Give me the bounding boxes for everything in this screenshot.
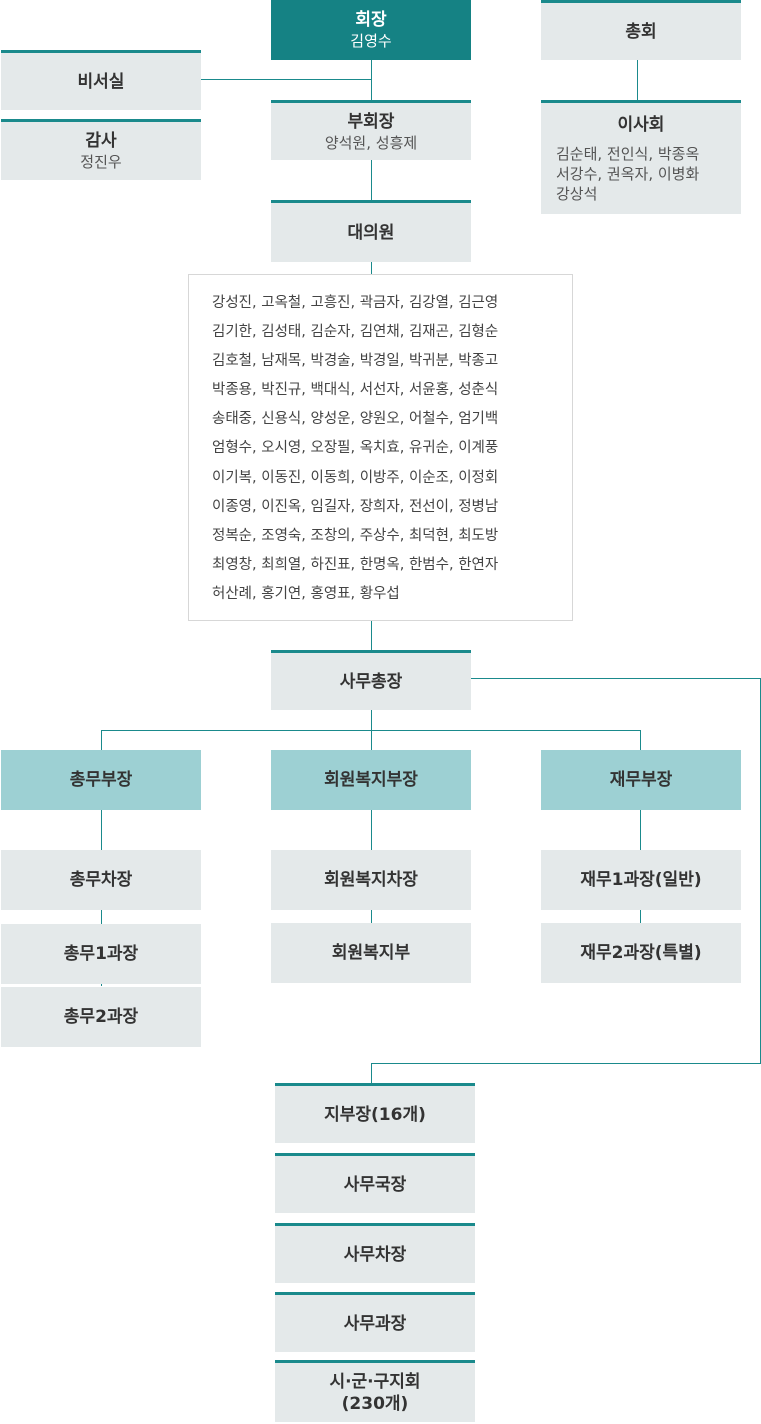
delegates-member-line: 이기복, 이동진, 이동희, 이방주, 이순조, 이정회 bbox=[212, 469, 499, 486]
connector-dept-general bbox=[101, 730, 102, 750]
connector-secgen-branch-drop bbox=[371, 1063, 372, 1085]
general-affairs-unit: 총무1과장 bbox=[1, 924, 201, 984]
board-member-line: 서강수, 권옥자, 이병화 bbox=[556, 165, 700, 183]
secretary-general-box: 사무총장 bbox=[271, 650, 471, 710]
board-title: 이사회 bbox=[617, 115, 665, 135]
auditor-box: 감사 정진우 bbox=[1, 119, 201, 180]
delegates-member-line: 송태중, 신용식, 양성운, 양원오, 어철수, 엄기백 bbox=[212, 411, 499, 428]
finance-unit-label: 재무1과장(일반) bbox=[580, 870, 702, 890]
delegates-box: 대의원 bbox=[271, 200, 471, 262]
secretariat-box: 비서실 bbox=[1, 50, 201, 110]
delegates-member-line: 김호철, 남재목, 박경술, 박경일, 박귀분, 박종고 bbox=[212, 353, 499, 370]
delegates-member-list: 강성진, 고옥철, 고흥진, 곽금자, 김강열, 김근영 김기한, 김성태, 김… bbox=[188, 274, 573, 621]
connector-members-secgen bbox=[371, 621, 372, 652]
branch-chain-item: 사무차장 bbox=[275, 1223, 475, 1283]
branch-chain-label: 사무차장 bbox=[343, 1244, 407, 1265]
general-affairs-unit: 총무2과장 bbox=[1, 987, 201, 1047]
finance-unit: 재무1과장(일반) bbox=[541, 850, 741, 910]
vice-chairman-box: 부회장 양석원, 성흥제 bbox=[271, 100, 471, 160]
delegates-member-line: 강성진, 고옥철, 고흥진, 곽금자, 김강열, 김근영 bbox=[212, 295, 499, 311]
local-chapter-line2: (230개) bbox=[341, 1393, 409, 1414]
auditor-name: 정진우 bbox=[80, 153, 122, 171]
delegates-title: 대의원 bbox=[347, 222, 395, 243]
connector-dept-finance bbox=[640, 730, 641, 750]
branch-chain-item: 사무과장 bbox=[275, 1292, 475, 1352]
dept-finance-head: 재무부장 bbox=[541, 750, 741, 810]
connector-delegates-members bbox=[371, 262, 372, 274]
general-assembly-title: 총회 bbox=[625, 21, 657, 42]
board-members: 김순태, 전인식, 박종옥 서강수, 권옥자, 이병화 강상석 bbox=[556, 144, 726, 204]
connector-secgen-branch-h2 bbox=[371, 1063, 761, 1064]
connector-secretariat bbox=[201, 79, 372, 80]
general-assembly-box: 총회 bbox=[541, 0, 741, 60]
connector-chairman-vice bbox=[371, 60, 372, 102]
delegates-member-line: 허산례, 홍기연, 홍영표, 황우섭 bbox=[212, 585, 400, 602]
vice-chairman-names: 양석원, 성흥제 bbox=[324, 133, 418, 152]
delegates-member-line: 이종영, 이진옥, 임길자, 장희자, 전선이, 정병남 bbox=[212, 498, 499, 515]
delegates-member-line: 엄형수, 오시영, 오장필, 옥치효, 유귀순, 이계풍 bbox=[212, 440, 499, 457]
finance-unit: 재무2과장(특별) bbox=[541, 923, 741, 983]
branch-chain-item: 사무국장 bbox=[275, 1153, 475, 1213]
local-chapter-box: 시·군·구지회 (230개) bbox=[275, 1360, 475, 1422]
branch-chain-label: 사무과장 bbox=[343, 1313, 407, 1334]
chairman-title: 회장 bbox=[355, 10, 387, 30]
chairman-name: 김영수 bbox=[350, 32, 392, 50]
member-welfare-unit: 회원복지부 bbox=[271, 923, 471, 983]
local-chapter-line1: 시·군·구지회 bbox=[329, 1371, 421, 1392]
board-member-line: 강상석 bbox=[556, 185, 598, 203]
general-affairs-unit: 총무차장 bbox=[1, 850, 201, 910]
auditor-title: 감사 bbox=[85, 131, 117, 151]
member-welfare-unit-label: 회원복지차장 bbox=[324, 870, 418, 890]
member-welfare-unit-label: 회원복지부 bbox=[331, 943, 411, 963]
connector-vice-delegates bbox=[371, 160, 372, 202]
member-welfare-unit: 회원복지차장 bbox=[271, 850, 471, 910]
branch-chain-label: 사무국장 bbox=[343, 1174, 407, 1195]
general-affairs-unit-label: 총무차장 bbox=[69, 870, 133, 890]
vice-chairman-title: 부회장 bbox=[347, 111, 395, 132]
general-affairs-unit-label: 총무2과장 bbox=[63, 1007, 139, 1027]
delegates-member-line: 최영창, 최희열, 하진표, 한명옥, 한범수, 한연자 bbox=[212, 556, 499, 573]
general-affairs-unit-label: 총무1과장 bbox=[63, 944, 139, 964]
dept-general-affairs-head: 총무부장 bbox=[1, 750, 201, 810]
dept-general-affairs-title: 총무부장 bbox=[69, 770, 133, 790]
finance-unit-label: 재무2과장(특별) bbox=[580, 943, 702, 963]
board-member-line: 김순태, 전인식, 박종옥 bbox=[556, 145, 700, 163]
delegates-member-line: 김기한, 김성태, 김순자, 김연채, 김재곤, 김형순 bbox=[212, 324, 499, 341]
delegates-member-line: 정복순, 조영숙, 조창의, 주상수, 최덕현, 최도방 bbox=[212, 527, 499, 544]
dept-finance-title: 재무부장 bbox=[609, 770, 673, 790]
secretary-general-title: 사무총장 bbox=[339, 671, 403, 692]
branch-chain-item: 지부장(16개) bbox=[275, 1083, 475, 1143]
connector-secgen-departments bbox=[371, 710, 372, 730]
branch-chain-label: 지부장(16개) bbox=[324, 1104, 426, 1125]
connector-secgen-branch-h1 bbox=[471, 678, 761, 679]
dept-member-welfare-head: 회원복지부장 bbox=[271, 750, 471, 810]
dept-member-welfare-title: 회원복지부장 bbox=[324, 770, 418, 790]
connector-assembly-board bbox=[637, 60, 638, 102]
delegates-member-line: 박종용, 박진규, 백대식, 서선자, 서윤홍, 성춘식 bbox=[212, 382, 499, 399]
secretariat-title: 비서실 bbox=[77, 71, 125, 92]
board-box: 이사회 김순태, 전인식, 박종옥 서강수, 권옥자, 이병화 강상석 bbox=[541, 100, 741, 214]
connector-dept-welfare bbox=[371, 730, 372, 750]
chairman-box: 회장 김영수 bbox=[271, 0, 471, 60]
